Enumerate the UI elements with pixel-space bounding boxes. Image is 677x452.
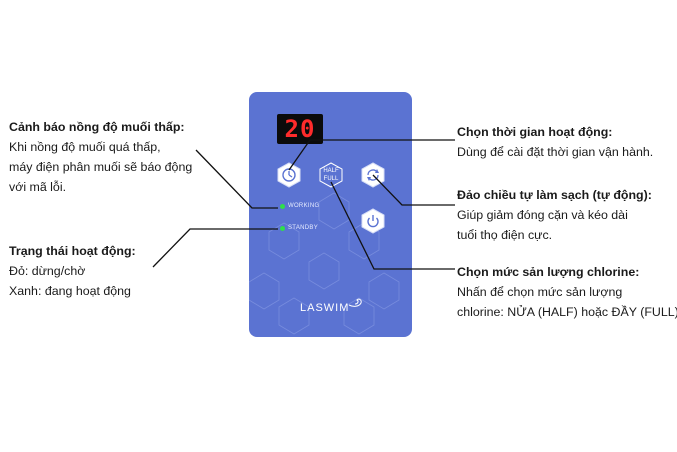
- salt-warning-line: với mã lỗi.: [9, 180, 67, 194]
- annotation-status: Trạng thái hoạt động: Đỏ: dừng/chờ Xanh:…: [9, 241, 136, 301]
- working-led: [280, 204, 285, 209]
- annotation-chlorine: Chọn mức sản lượng chlorine: Nhấn để chọ…: [457, 262, 677, 322]
- half-full-hex-outline: [319, 162, 343, 188]
- control-panel: [249, 92, 412, 337]
- self-clean-line: Giúp giảm đóng cặn và kéo dài: [457, 208, 628, 222]
- chlorine-title: Chọn mức sản lượng chlorine:: [457, 265, 640, 279]
- status-line: Đỏ: dừng/chờ: [9, 264, 86, 278]
- status-line: Xanh: đang hoạt động: [9, 284, 131, 298]
- digital-display: 20: [277, 114, 323, 144]
- status-title: Trạng thái hoạt động:: [9, 244, 136, 258]
- power-button[interactable]: [361, 208, 385, 234]
- standby-led: [280, 226, 285, 231]
- salt-warning-line: Khi nồng độ muối quá thấp,: [9, 140, 161, 154]
- annotation-self-clean: Đảo chiều tự làm sạch (tự động): Giúp gi…: [457, 185, 652, 245]
- swan-logo-icon: [348, 298, 362, 307]
- standby-label: STANDBY: [288, 225, 318, 231]
- half-full-button[interactable]: [319, 162, 343, 188]
- timer-title: Chọn thời gian hoạt động:: [457, 125, 613, 139]
- full-label: FULL: [323, 176, 339, 182]
- annotation-timer: Chọn thời gian hoạt động: Dùng để cài đặ…: [457, 122, 653, 162]
- half-label: HALF: [323, 168, 339, 174]
- half-full-label: HALF FULL: [319, 162, 343, 188]
- chlorine-line: chlorine: NỬA (HALF) hoặc ĐẦY (FULL).: [457, 305, 677, 319]
- working-label: WORKING: [288, 203, 320, 209]
- self-clean-line: tuổi thọ điện cực.: [457, 228, 553, 242]
- power-icon: [361, 208, 385, 234]
- chlorine-line: Nhấn để chọn mức sản lượng: [457, 285, 623, 299]
- self-clean-title: Đảo chiều tự làm sạch (tự động):: [457, 188, 652, 202]
- brand-logo-text: LASWIM: [300, 302, 350, 314]
- timer-line: Dùng để cài đặt thời gian vận hành.: [457, 145, 654, 159]
- salt-warning-line: máy điện phân muối sẽ báo động: [9, 160, 193, 174]
- salt-warning-title: Cảnh báo nồng độ muối thấp:: [9, 120, 185, 134]
- annotation-salt-warning: Cảnh báo nồng độ muối thấp: Khi nồng độ …: [9, 117, 192, 197]
